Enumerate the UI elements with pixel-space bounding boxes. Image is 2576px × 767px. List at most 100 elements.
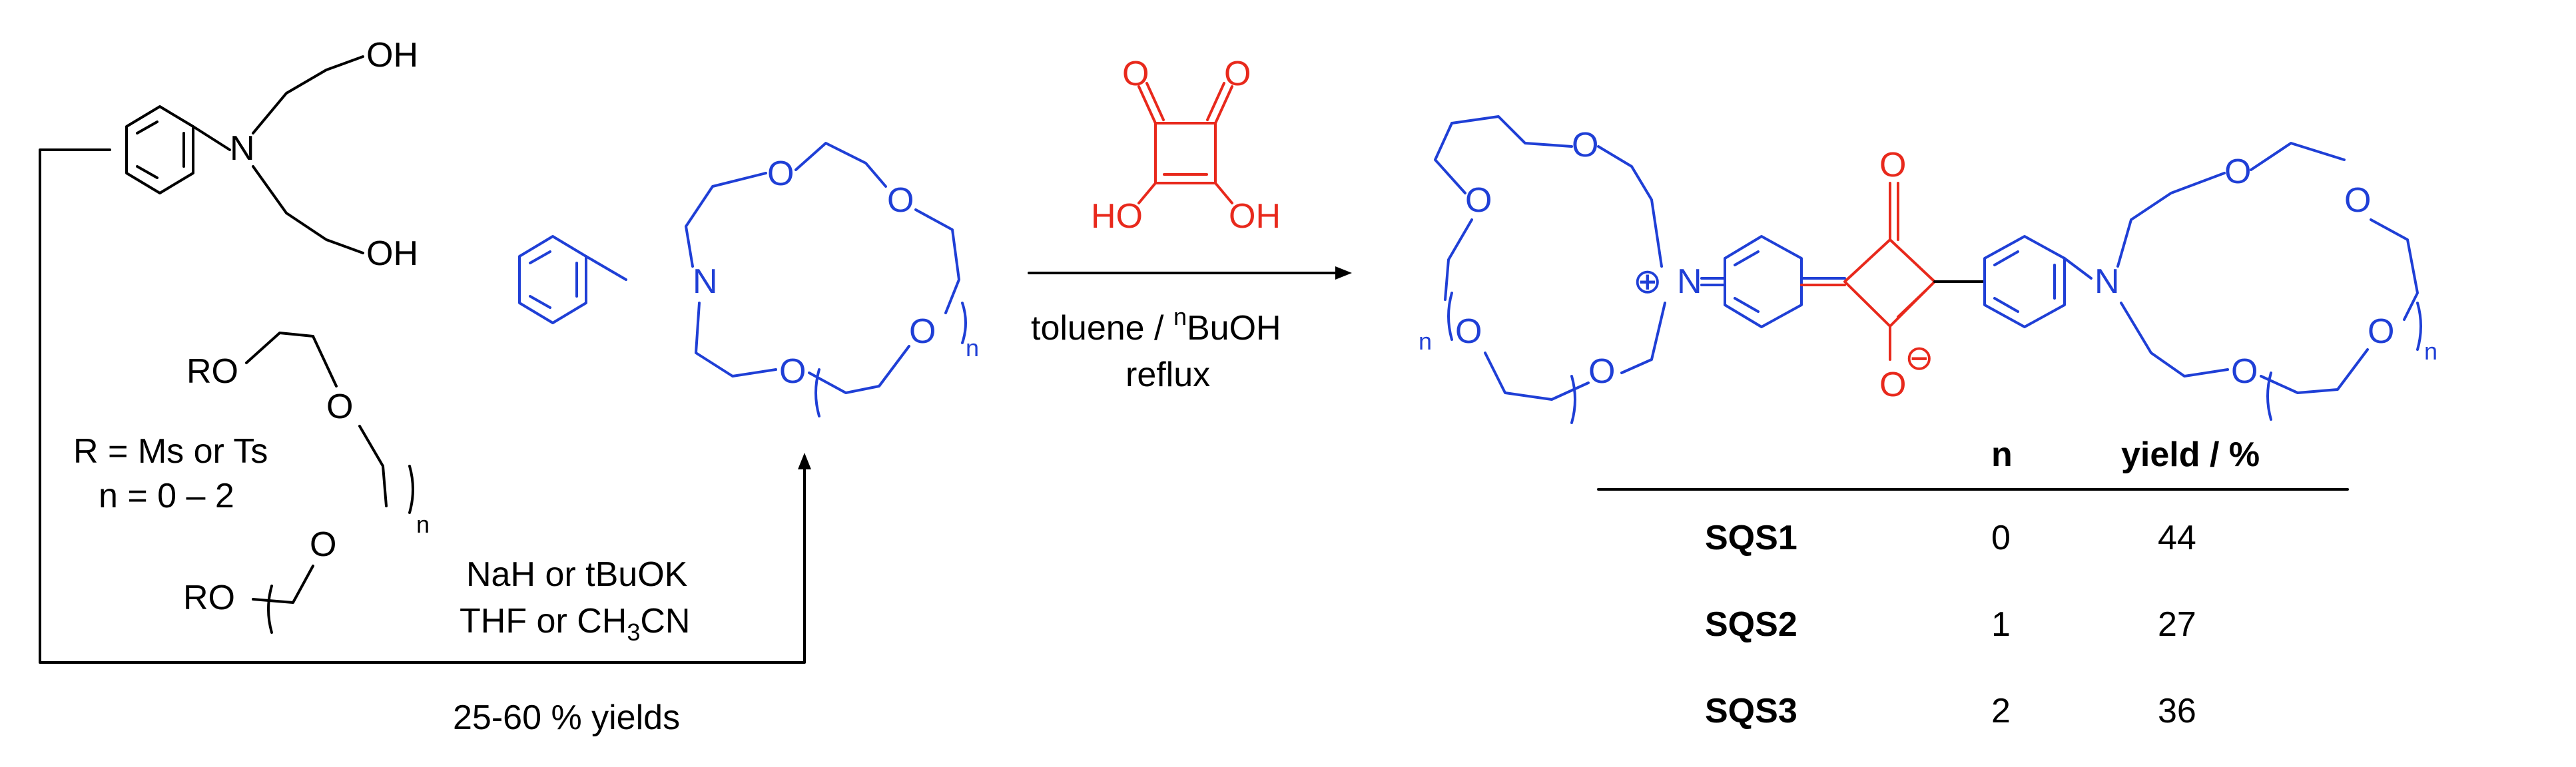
product-right-crown-chain bbox=[2250, 142, 2346, 171]
product-left-crown-chain bbox=[1434, 122, 1466, 194]
product-ring-double-bond bbox=[1993, 297, 2019, 313]
yield-table: n yield / % SQS1 0 44 SQS2 1 27 SQS3 2 3… bbox=[1597, 435, 2349, 730]
crown-ring-double-bond bbox=[529, 295, 551, 309]
reagent-chain bbox=[312, 335, 338, 387]
crown-repeat-bracket bbox=[814, 368, 820, 417]
start-ring-double-bond bbox=[136, 165, 159, 179]
product-left-crown-chain bbox=[1597, 145, 1663, 268]
product-right-crown-bracket bbox=[2266, 372, 2272, 421]
step1-arrowhead bbox=[798, 453, 811, 469]
step2-solvent-text: toluene / nBuOH bbox=[1031, 303, 1281, 348]
product-aryl-n-bond bbox=[2063, 257, 2093, 280]
crown-ether-chain bbox=[695, 302, 777, 378]
crown-oxygen-label: O bbox=[887, 181, 914, 220]
product-left-crown-chain bbox=[1484, 352, 1590, 401]
crown-c-n-bond bbox=[585, 255, 627, 281]
reagent-chain bbox=[358, 425, 388, 507]
start-oh-bottom-label: OH bbox=[366, 234, 418, 273]
product-squaraine-core bbox=[1843, 238, 1936, 328]
table-row-n: 2 bbox=[1991, 692, 2011, 730]
step2-condition-text: reflux bbox=[1126, 356, 1210, 394]
start-nitrogen-label: N bbox=[230, 129, 255, 168]
squaric-o-right-label: O bbox=[1224, 55, 1251, 93]
crown-nitrogen-label: N bbox=[693, 262, 718, 301]
product-right-crown-oxygen: O bbox=[2224, 152, 2251, 191]
product-left-crown-oxygen: O bbox=[1455, 312, 1482, 351]
step1-connector-line bbox=[39, 148, 806, 664]
product-left-crown-oxygen: O bbox=[1572, 126, 1598, 164]
table-header-yield: yield / % bbox=[2121, 435, 2260, 474]
squaric-ho-left-label: HO bbox=[1091, 197, 1143, 236]
step1-solvent-post: CN bbox=[640, 602, 690, 640]
reagent-o-mid-label: O bbox=[326, 387, 353, 426]
squaric-acid: O O HO OH bbox=[1091, 55, 1281, 236]
product-right-crown-chain bbox=[2260, 348, 2369, 394]
product-right-crown-oxygen: O bbox=[2231, 352, 2258, 391]
squaric-oh-bond-left bbox=[1137, 182, 1157, 204]
reagent-ro-bottom-label: RO bbox=[183, 579, 235, 617]
crown-ether-chain bbox=[914, 208, 960, 314]
crown-ring-double-bond bbox=[529, 250, 551, 264]
product-plus-charge: ⊕ bbox=[1633, 262, 1662, 301]
step1-yield-text: 25-60 % yields bbox=[453, 698, 680, 737]
step2-solvent-pre: toluene / bbox=[1031, 309, 1173, 348]
table-row-name: SQS3 bbox=[1705, 692, 1797, 730]
product-right-crown-chain bbox=[2370, 218, 2419, 321]
product-right-crown-oxygen: O bbox=[2368, 312, 2394, 351]
step1-solvent-sub: 3 bbox=[627, 619, 640, 646]
start-ethanol-arm-top bbox=[252, 55, 364, 134]
product-left-crown-chain bbox=[1444, 218, 1473, 301]
squaric-carbonyl-right bbox=[1206, 82, 1225, 121]
crown-ether-chain bbox=[808, 345, 910, 394]
step1-solvent-text: THF or CH3CN bbox=[460, 602, 690, 646]
reagent-ro-top-label: RO bbox=[186, 352, 238, 391]
product-left-crown-chain bbox=[1620, 302, 1666, 374]
product-right-benzene-ring bbox=[1983, 235, 2066, 328]
product-ring-double-bond bbox=[1734, 297, 1760, 313]
product-right-crown-chain bbox=[2116, 172, 2226, 268]
table-row-yield: 36 bbox=[2158, 692, 2196, 730]
product-right-n-subscript: n bbox=[2424, 338, 2437, 365]
product-right-nitrogen: N bbox=[2094, 262, 2120, 301]
squaraine-product: O O n O O N ⊕ O O ⊖ bbox=[1419, 115, 2437, 424]
squaric-carbonyl-left bbox=[1137, 85, 1157, 125]
reagent-n-subscript: n bbox=[416, 511, 430, 538]
reagent-o-low-label: O bbox=[310, 525, 336, 564]
crown-oxygen-label: O bbox=[767, 154, 794, 193]
step2-arrowhead bbox=[1335, 266, 1352, 280]
crown-ether-chain bbox=[685, 172, 767, 268]
product-right-crown-bracket bbox=[2416, 302, 2422, 351]
product-ring-double-bond bbox=[1993, 250, 2019, 266]
reagent-n-definition: n = 0 – 2 bbox=[99, 477, 234, 515]
table-row-yield: 27 bbox=[2158, 605, 2196, 644]
squaric-oh-bond-right bbox=[1214, 182, 1233, 204]
reagent-repeat-bracket bbox=[408, 465, 414, 514]
product-minus-charge: ⊖ bbox=[1905, 339, 1934, 378]
product-left-crown-bracket bbox=[1447, 292, 1453, 341]
squaric-carbonyl-left bbox=[1145, 82, 1165, 121]
table-row-n: 0 bbox=[1991, 519, 2011, 557]
reagent-r-definition: R = Ms or Ts bbox=[73, 432, 268, 471]
product-carbonyl-oxygen: O bbox=[1879, 146, 1906, 184]
crown-oxygen-label: O bbox=[779, 352, 806, 391]
crown-n-subscript: n bbox=[966, 334, 979, 362]
reagent-chain bbox=[252, 565, 314, 604]
product-ring-double-bond bbox=[1734, 250, 1760, 266]
start-ethanol-arm-bottom bbox=[252, 165, 364, 254]
crown-oxygen-label: O bbox=[909, 312, 936, 351]
product-left-nitrogen: N bbox=[1677, 262, 1702, 301]
squaric-oh-right-label: OH bbox=[1229, 197, 1281, 236]
table-row-name: SQS1 bbox=[1705, 519, 1797, 557]
reagent-structure: RO O O n RO R = Ms or Ts n = 0 – 2 bbox=[73, 332, 430, 634]
start-c-n-bond bbox=[192, 125, 231, 151]
product-right-crown-oxygen: O bbox=[2344, 181, 2371, 220]
crown-repeat-bracket bbox=[961, 302, 967, 344]
squaric-o-left-label: O bbox=[1122, 55, 1149, 93]
table-header-n: n bbox=[1991, 435, 2013, 474]
product-quinoid-ring bbox=[1724, 235, 1803, 328]
product-oxide-oxygen: O bbox=[1879, 366, 1906, 404]
squaric-carbonyl-right bbox=[1214, 85, 1233, 125]
crown-ether-chain bbox=[795, 142, 887, 188]
start-ring-double-bond bbox=[136, 121, 159, 134]
reagent-chain bbox=[245, 332, 314, 364]
